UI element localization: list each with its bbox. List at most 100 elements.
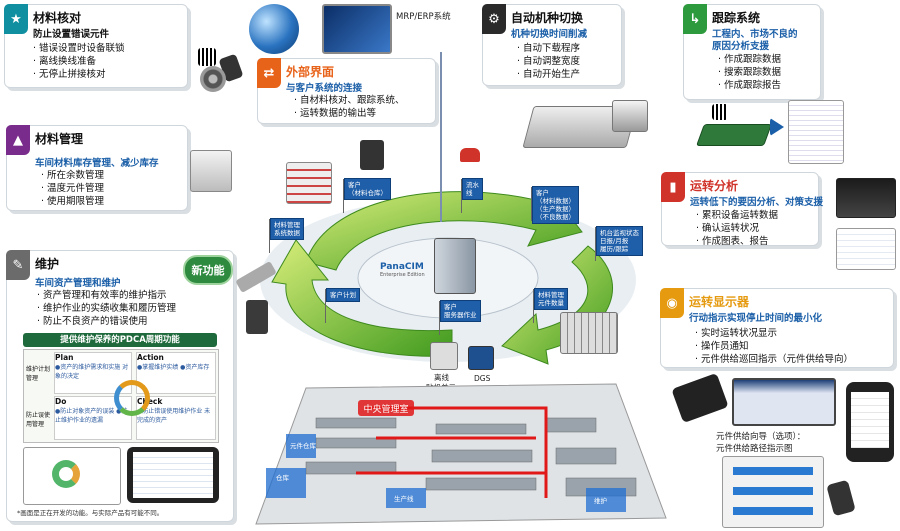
zone-highlight: [286, 434, 316, 458]
ring-arrow-top: [305, 187, 583, 271]
pdca-header: 提供维护保养的PDCA周期功能: [23, 333, 217, 347]
external-interface-icon: ⇄: [257, 58, 281, 88]
pdca-check-label: Check: [137, 397, 163, 406]
tracking-item: 作成跟踪数据: [718, 53, 781, 66]
maintenance-title: 维护: [35, 257, 60, 271]
operation-analysis-item: 累积设备运转数据: [696, 209, 778, 222]
arrow-right-icon: [770, 118, 784, 136]
operation-analysis-title: 运转分析: [690, 179, 739, 193]
operation-analysis-sub: 运转低下的要因分析、对策支援: [690, 197, 824, 208]
warning-lamp-icon: [460, 148, 480, 162]
ring-arrow-right: [501, 245, 613, 365]
new-feature-badge: 新功能: [183, 255, 233, 285]
panacim-logo: PanaCIM Enterprise Edition: [380, 262, 425, 278]
maintenance-tablet: [127, 447, 219, 503]
tracking-item: 作成跟踪报告: [718, 79, 781, 92]
maintenance-card: ✎ 维护 车间资产管理和维护 资产管理和有效率的维护指示 维护作业的实绩收集和履…: [6, 250, 234, 522]
material-check-item: 错误设置时设备联锁: [33, 42, 125, 55]
material-mgmt-sub: 车间材料库存管理、减少库存: [35, 158, 159, 169]
tracking-card: ↳ 跟踪系统 工程内、市场不良的 原因分析支援 作成跟踪数据 搜索跟踪数据 作成…: [683, 4, 821, 100]
feeder-rack-icon: [560, 312, 618, 354]
pdca-left-bottom: 防止误使用管理: [26, 412, 51, 428]
tracking-sub: 工程内、市场不良的: [712, 29, 798, 40]
pdca-cycle-icon: [114, 380, 150, 416]
offline-unit-label-1: 离线: [434, 373, 449, 382]
auto-changeover-title: 自动机种切换: [511, 11, 584, 25]
tablet-device: [671, 372, 729, 424]
factory-zone-label: 仓库: [276, 473, 290, 482]
storage-tower-icon: [190, 150, 232, 192]
pdca-check: Check ●防止错误使用维护作业 未完成的资产: [136, 396, 216, 440]
pdca-action: Action ●掌握维护实绩 ●资产库存: [136, 352, 216, 394]
material-check-item: 离线换线准备: [33, 55, 125, 68]
pdca-action-text: ●掌握维护实绩 ●资产库存: [137, 364, 210, 371]
zone-highlight: [586, 488, 626, 512]
ring-flag: 客户计划: [325, 288, 360, 323]
pdca-action-label: Action: [137, 353, 164, 362]
external-interface-sub: 与客户系统的连接: [286, 83, 363, 94]
material-mgmt-item: 温度元件管理: [41, 182, 104, 195]
tracking-title: 跟踪系统: [712, 11, 761, 25]
offline-unit-icon: [430, 342, 458, 370]
server-icon: [434, 238, 476, 294]
ring-flag: 流水 线: [461, 178, 483, 213]
tracking-report-sheet: [788, 100, 844, 164]
placement-machine-icon: [612, 100, 648, 132]
external-interface-item: 运转数据的输出等: [294, 107, 405, 120]
external-interface-item: 自材料核对、跟踪系统、: [294, 94, 405, 107]
pdca-left-top: 维护计划管理: [26, 366, 51, 382]
material-mgmt-item: 使用期限管理: [41, 195, 104, 208]
auto-changeover-item: 自动调整宽度: [517, 55, 580, 68]
globe-icon: [249, 4, 299, 54]
factory-zone-label: 维护: [594, 496, 607, 505]
factory-floor: 中央管理室 仓库 元件仓库 生产线 维护: [255, 383, 667, 525]
material-mgmt-title: 材料管理: [35, 132, 84, 146]
external-interface-title: 外部界面: [286, 65, 335, 79]
dgs-monitor-icon: [468, 346, 494, 370]
monitor-screen: [732, 378, 836, 426]
ring-flag: 客户 服务器作业: [439, 300, 481, 335]
maintenance-sub: 车间资产管理和维护: [35, 278, 121, 289]
operation-analysis-card: ▮ 运转分析 运转低下的要因分析、对策支援 累积设备运转数据 确认运转状况 作成…: [661, 172, 823, 247]
panacim-logo-text: PanaCIM: [380, 262, 424, 272]
operation-display-item: 元件供给巡回指示（元件供给导向）: [695, 353, 853, 366]
operation-display-title: 运转显示器: [689, 295, 750, 309]
machine-rows: [305, 417, 637, 497]
material-check-title: 材料核对: [33, 11, 82, 25]
ring-flag: 材料管理 系统数据: [269, 218, 304, 253]
tracking-sub-2: 原因分析支援: [712, 41, 770, 52]
pdca-plan-label: Plan: [55, 353, 74, 362]
auto-changeover-card: ⚙ 自动机种切换 机种切换时间削减 自动下载程序 自动调整宽度 自动开始生产: [482, 4, 622, 86]
supply-routes: [356, 406, 548, 498]
supply-guide-label-2: 元件供给路径指示图: [716, 444, 793, 454]
factory-zone-label: 生产线: [394, 494, 414, 503]
zone-highlight: [386, 488, 426, 508]
material-check-sub: 防止设置错误元件: [33, 29, 110, 40]
component-reel-icon: [200, 66, 226, 92]
report-screen: [836, 228, 896, 270]
material-check-card: ★ 材料核对 防止设置错误元件 错误设置时设备联锁 离线换线准备 无停止拼接核对: [4, 4, 188, 88]
operation-analysis-item: 确认运转状况: [696, 222, 778, 235]
ring-arrow-left: [271, 239, 453, 357]
factory-zone-label: 元件仓库: [290, 441, 317, 450]
pdca-plan-text: ●资产的维护需求和实施 对象的决定: [55, 364, 129, 380]
supply-guide-label-1: 元件供给向导（选项）：: [716, 432, 806, 442]
tracking-item: 搜索跟踪数据: [718, 66, 781, 79]
pdca-check-text: ●防止错误使用维护作业 未完成的资产: [137, 408, 211, 424]
operation-display-item: 操作员通知: [695, 340, 853, 353]
operation-display-sub: 行动指示实现停止时间的最小化: [689, 313, 823, 324]
bar-chart-icon: ▮: [661, 172, 685, 202]
operation-display-card: ◉ 运转显示器 行动指示实现停止时间的最小化 实时运转状况显示 操作员通知 元件…: [660, 288, 894, 368]
zone-highlight: [266, 468, 306, 498]
auto-changeover-item: 自动下载程序: [517, 42, 580, 55]
mobile-terminal: [846, 382, 894, 462]
dashboard-screen: [836, 178, 896, 218]
handheld-scanner-icon: [826, 479, 856, 517]
erp-screen: [322, 4, 392, 54]
maintenance-item: 防止不良资产的错误使用: [37, 315, 176, 328]
ring-flag: 机台监视状态 日报/月报 履历/跟踪: [595, 226, 643, 261]
maintenance-item: 维护作业的实绩收集和履历管理: [37, 302, 176, 315]
pdca-note: *画面是正在开发的功能。与实际产品有可能不同。: [17, 509, 164, 517]
material-mgmt-card: ▲ 材料管理 车间材料库存管理、减少库存 所在余数管理 温度元件管理 使用期限管…: [6, 125, 188, 211]
central-room-label: 中央管理室: [363, 403, 408, 414]
